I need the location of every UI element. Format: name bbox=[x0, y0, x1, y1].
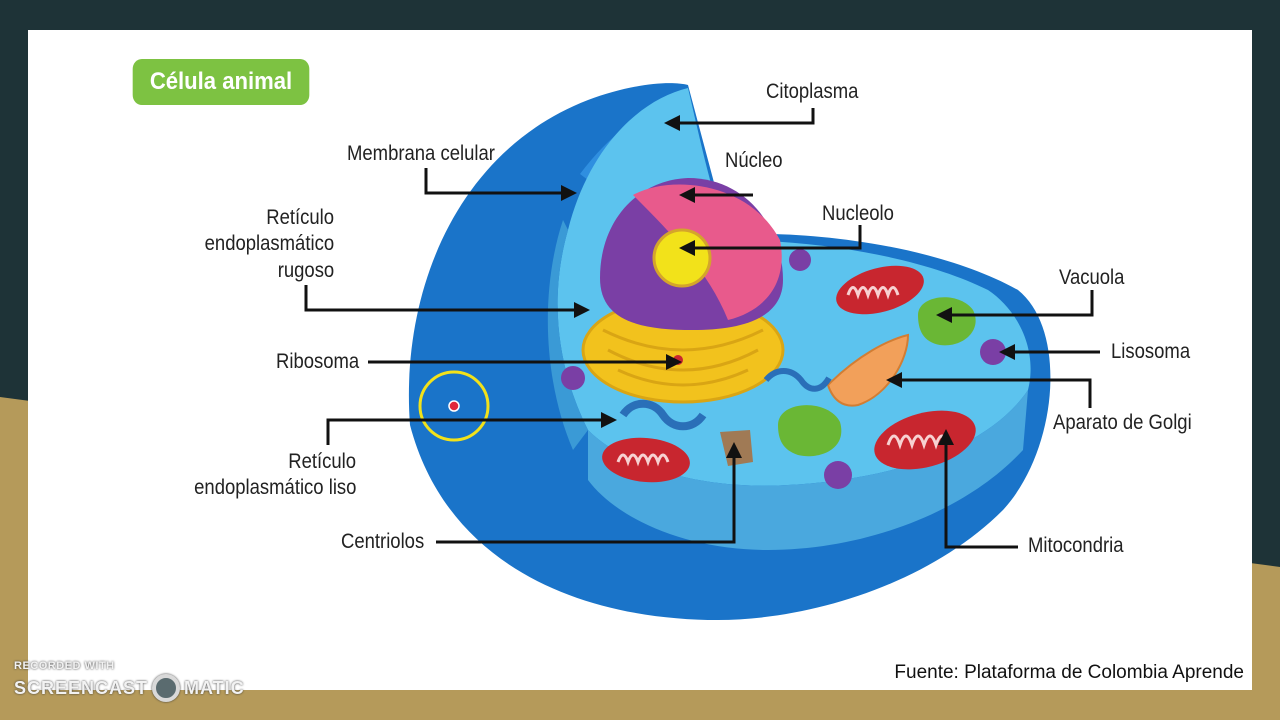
cursor-highlight-ring bbox=[418, 370, 490, 442]
lysosome-top bbox=[789, 249, 811, 271]
line-vacuola bbox=[940, 290, 1094, 317]
lysosome-left bbox=[561, 366, 585, 390]
label-rer-line2: endoplasmático bbox=[204, 232, 334, 255]
label-centriolos: Centriolos bbox=[341, 530, 425, 553]
line-golgi bbox=[890, 378, 1092, 408]
arrowheads bbox=[561, 115, 1015, 458]
label-rer-line3: rugoso bbox=[277, 259, 334, 282]
slide-title: Célula animal bbox=[132, 59, 310, 105]
line-centriolos bbox=[436, 448, 736, 544]
lysosome-lower bbox=[824, 461, 852, 489]
label-ribosoma: Ribosoma bbox=[276, 350, 360, 373]
animal-cell-diagram bbox=[304, 83, 1100, 620]
cytoplasm-inner-wall bbox=[588, 390, 1028, 550]
vacuole-upper bbox=[918, 297, 976, 346]
rough-er-folds bbox=[602, 328, 764, 387]
label-mitocondria: Mitocondria bbox=[1028, 534, 1124, 557]
line-membrana bbox=[424, 168, 573, 195]
label-membrana-celular: Membrana celular bbox=[347, 142, 495, 165]
line-mitocondria bbox=[944, 435, 1018, 549]
label-nucleolo: Nucleolo bbox=[822, 202, 894, 225]
watermark-recorded-with: RECORDED WITH bbox=[14, 660, 115, 672]
line-citoplasma bbox=[668, 108, 815, 125]
line-nucleolo bbox=[683, 225, 862, 250]
watermark-brand-right: MATIC bbox=[184, 677, 245, 698]
slide-canvas: Célula animal bbox=[28, 30, 1252, 690]
label-citoplasma: Citoplasma bbox=[766, 80, 859, 103]
cytoplasm-left-wall bbox=[547, 220, 588, 450]
label-rel-line2: endoplasmático liso bbox=[193, 476, 356, 499]
label-rel-line1: Retículo bbox=[288, 450, 356, 473]
label-rer-line1: Retículo bbox=[266, 206, 334, 229]
line-rer bbox=[304, 285, 586, 312]
vacuole-lower bbox=[778, 405, 842, 457]
leader-lines bbox=[304, 108, 1100, 549]
label-lisosoma: Lisosoma bbox=[1111, 340, 1191, 363]
source-credit: Fuente: Plataforma de Colombia Aprende bbox=[894, 662, 1244, 683]
nucleolus bbox=[652, 228, 712, 288]
watermark-brand-left: SCREENCAST bbox=[14, 677, 149, 698]
label-aparato-golgi: Aparato de Golgi bbox=[1053, 411, 1192, 434]
smooth-er-2 bbox=[763, 368, 832, 392]
lysosome-right bbox=[980, 339, 1006, 365]
screencast-watermark: RECORDED WITH SCREENCAST MATIC bbox=[14, 660, 245, 702]
label-nucleo: Núcleo bbox=[725, 149, 783, 172]
line-rel bbox=[326, 418, 613, 445]
mitochondria-cristae bbox=[616, 286, 950, 467]
golgi-apparatus bbox=[826, 333, 910, 407]
label-vacuola: Vacuola bbox=[1059, 266, 1125, 289]
cursor-dot bbox=[448, 400, 460, 412]
screencast-logo-icon bbox=[152, 674, 181, 702]
smooth-er bbox=[619, 399, 707, 431]
